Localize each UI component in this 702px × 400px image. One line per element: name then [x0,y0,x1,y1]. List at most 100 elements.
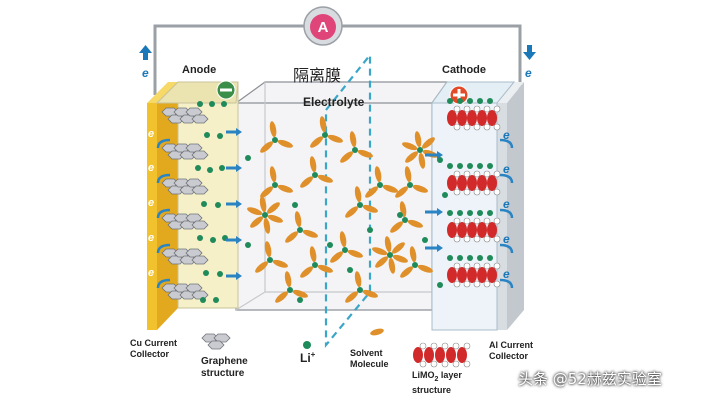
li-ion [477,98,483,104]
graphene-label: Graphene structure [201,356,248,379]
li-ion [292,202,298,208]
limo2-oxygen [483,262,491,270]
legend-limo2-oxygen [419,360,427,368]
solvent-molecule [259,196,267,213]
limo2-oxygen [463,217,471,225]
solvent-molecule [345,206,358,218]
solvent-molecule [284,271,292,288]
li-ion [312,172,318,178]
limo2-oxygen [453,280,461,288]
legend-limo2-icon [413,342,471,368]
limo2-oxygen [473,280,481,288]
limo2-red-atom [467,175,477,191]
li-ion [467,163,473,169]
limo2-oxygen [463,170,471,178]
li-ion [197,101,203,107]
limo2-oxygen [473,262,481,270]
limo2-oxygen [463,188,471,196]
legend-limo2-oxygen [430,360,438,368]
li-ion [442,192,448,198]
solvent-molecule [402,142,418,151]
limo2-oxygen [473,105,481,113]
solvent-molecule [269,166,277,183]
li-ion [457,163,463,169]
solvent-molecule [263,217,271,234]
electron-label: e [148,197,155,209]
li-ion [377,182,383,188]
limo2-oxygen [493,123,501,131]
graphene-hex [185,213,203,223]
solvent-molecule [422,137,435,149]
solvent-molecule [388,257,396,274]
li-ion [447,210,453,216]
cathode-label: Cathode [442,64,486,76]
solvent-molecule [390,221,403,233]
li-ion [457,210,463,216]
solvent-molecule [362,289,378,298]
limo2-red-atom [467,110,477,126]
solvent-molecule [260,141,273,153]
limo2-oxygen [483,188,491,196]
li-ion [221,101,227,107]
cathode-arrow-head [437,208,443,216]
limo2-oxygen [453,262,461,270]
li-ion [457,255,463,261]
solvent-molecule [354,186,362,203]
graphene-hex [185,143,203,153]
solvent-molecule [395,186,408,198]
anode-minus-badge [216,80,236,100]
li-ion [347,267,353,273]
limo2-red-atom [477,175,487,191]
solvent-molecule [414,131,422,148]
anode-arrow-head [236,236,242,244]
li-ion [422,237,428,243]
solvent-molecule [250,216,263,228]
solvent-molecule [375,256,388,268]
limo2-oxygen [453,217,461,225]
limo2-oxygen [453,105,461,113]
cathode-wire-electron: e [525,66,532,80]
al-current-collector [497,82,524,330]
limo2-oxygen [463,105,471,113]
cathode-arrows [425,151,443,252]
legend-limo2-atom [446,347,456,363]
solvent-molecule [330,251,343,263]
solvent-molecule [417,264,433,273]
limo2-oxygen [483,280,491,288]
legend-limo2-oxygen [452,342,460,350]
cathode-electron-arrow [499,173,514,184]
li-ion [402,217,408,223]
limo2-oxygen [483,123,491,131]
limo2-oxygen [473,123,481,131]
legend-limo2-atom [413,347,423,363]
li-ion [477,163,483,169]
limo2-label: LiMO2 layer structure [412,370,462,395]
li-ion [417,147,423,153]
limo2-oxygen [463,262,471,270]
electrolyte-label: Electrolyte [303,95,365,109]
legend-graphene-icon [201,333,231,350]
li-ion [467,255,473,261]
cathode-limo2-layers [447,98,501,288]
solvent-molecule [309,246,317,263]
cu-collector-label: Cu Current Collector [130,338,177,359]
anode-arrows [226,128,242,280]
li-ion [267,257,273,263]
cathode-plus-badge [449,85,469,105]
limo2-oxygen [493,235,501,243]
li-ion [287,287,293,293]
li-ion [217,271,223,277]
limo2-oxygen [463,123,471,131]
limo2-oxygen [493,188,501,196]
li-ion [357,287,363,293]
li-ion [447,255,453,261]
li-ion [477,255,483,261]
limo2-oxygen [483,217,491,225]
li-ion [197,235,203,241]
limo2-oxygen [453,235,461,243]
solvent-molecule [382,184,398,193]
electron-label: e [503,128,510,142]
limo2-red-atom [477,267,487,283]
graphene-hex [191,114,209,124]
